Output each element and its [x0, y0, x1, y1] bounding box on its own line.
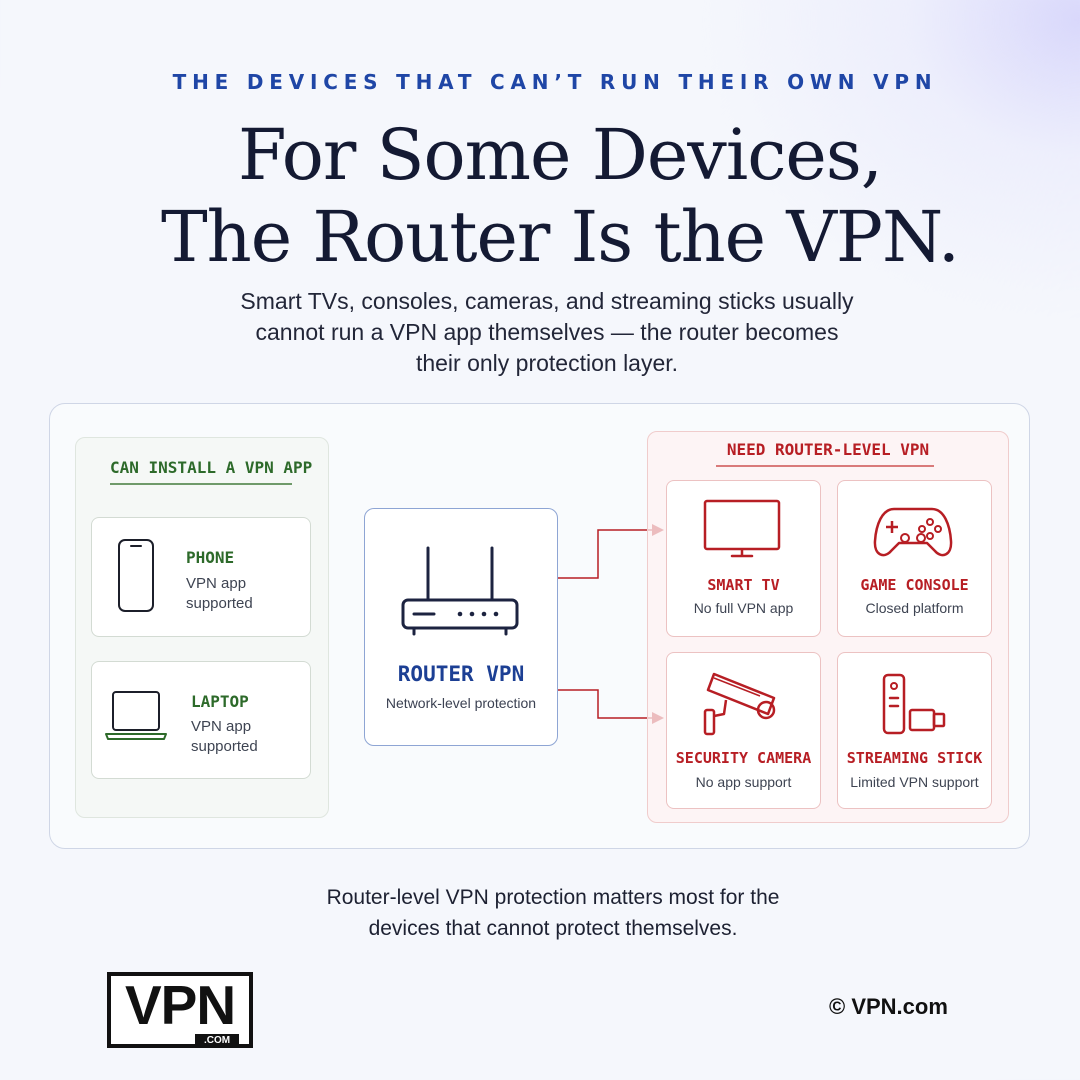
device-desc-streaming-stick: Limited VPN support [850, 774, 979, 790]
device-desc-security-camera: No app support [695, 774, 792, 790]
router-title: ROUTER VPN [397, 662, 525, 686]
page-title-line-2: The Router Is the VPN. [160, 196, 960, 278]
laptop-icon [105, 691, 167, 740]
device-name-streaming-stick: STREAMING STICK [846, 749, 983, 767]
gamepad-icon [873, 507, 953, 557]
subtitle-line-1: Smart TVs, consoles, cameras, and stream… [240, 288, 854, 314]
device-desc-laptop: VPN app supported [191, 718, 258, 755]
footer-line-1: Router-level VPN protection matters most… [326, 886, 780, 909]
subtitle: Smart TVs, consoles, cameras, and stream… [0, 286, 1080, 379]
arrow-to-top-row [558, 529, 652, 579]
router-level-title: NEED ROUTER-LEVEL VPN [726, 440, 930, 459]
device-desc-smart-tv: No full VPN app [693, 600, 794, 616]
device-card-laptop [91, 661, 311, 779]
router-subtitle: Network-level protection [385, 695, 537, 711]
copyright-notice: © VPN.com [829, 994, 948, 1019]
security-camera-icon [703, 672, 776, 736]
phone-icon [118, 539, 154, 612]
router-level-divider [716, 465, 934, 467]
footer-line-2: devices that cannot protect themselves. [368, 917, 738, 940]
subtitle-line-2: cannot run a VPN app themselves — the ro… [255, 319, 839, 345]
device-name-smart-tv: SMART TV [707, 576, 780, 594]
vpn-logo [107, 972, 253, 1048]
vpn-logo-text: VPN [124, 974, 236, 1036]
streaming-stick-icon [882, 673, 946, 735]
device-name-phone: PHONE [186, 548, 235, 567]
device-card-phone [91, 517, 311, 637]
vpn-logo-com: .COM [195, 1034, 239, 1047]
tv-icon [703, 499, 781, 558]
device-name-game-console: GAME CONSOLE [860, 576, 969, 594]
device-name-security-camera: SECURITY CAMERA [675, 749, 812, 767]
vpn-app-capable-divider [110, 483, 292, 485]
router-icon [401, 546, 519, 636]
device-card-smart-tv [666, 480, 821, 637]
device-desc-game-console: Closed platform [865, 600, 964, 616]
footer-caption: Router-level VPN protection matters most… [0, 882, 1080, 944]
eyebrow-heading: THE DEVICES THAT CAN’T RUN THEIR OWN VPN [172, 70, 938, 94]
device-desc-phone: VPN app supported [186, 575, 253, 612]
page-title-line-1: For Some Devices, [237, 114, 883, 196]
arrow-to-bottom-row [558, 689, 652, 719]
device-card-security-camera [666, 652, 821, 809]
vpn-app-capable-title: CAN INSTALL A VPN APP [110, 458, 313, 477]
subtitle-line-3: their only protection layer. [415, 350, 679, 376]
device-card-game-console [837, 480, 992, 637]
device-name-laptop: LAPTOP [191, 692, 249, 711]
